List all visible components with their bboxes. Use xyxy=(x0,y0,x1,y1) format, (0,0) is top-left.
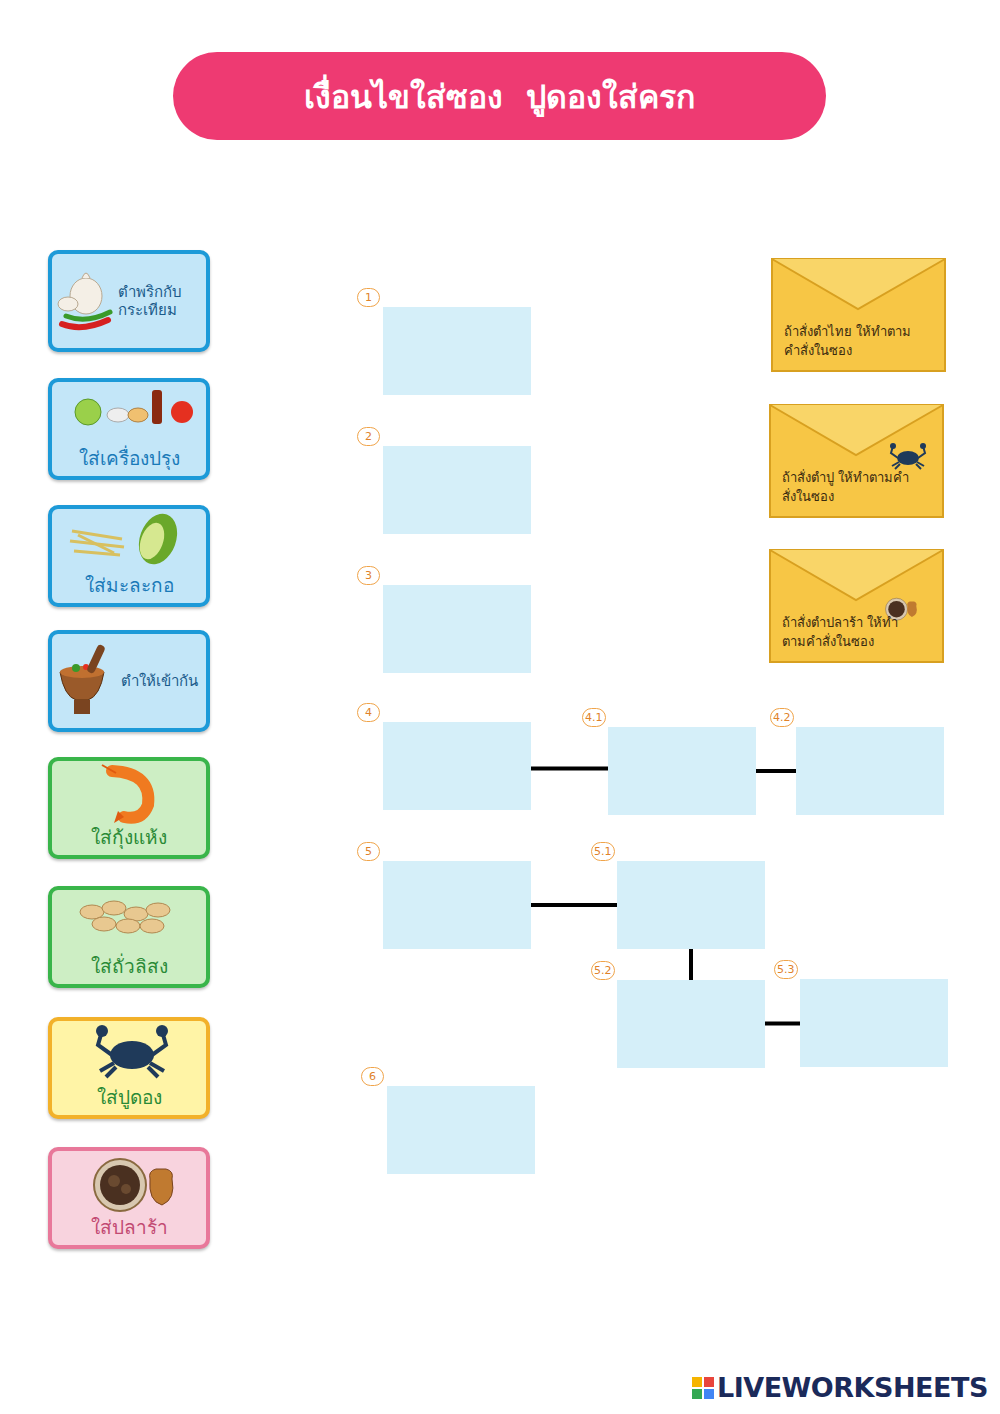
answer-box: 5.2 xyxy=(617,980,765,1068)
step-label: ใส่ปูดอง xyxy=(97,1086,162,1109)
connector-line xyxy=(765,1022,800,1026)
callout-number: 5.1 xyxy=(591,842,615,861)
envelope: ถ้าสั่งตำไทย ให้ทำตามคำสั่งในซอง xyxy=(770,257,947,373)
step-card: ตำให้เข้ากัน xyxy=(48,630,210,732)
step-card: ตำพริกกับ กระเทียม xyxy=(48,250,210,352)
callout-number: 3 xyxy=(357,566,380,585)
callout-number: 5 xyxy=(357,842,380,861)
answer-box: 1 xyxy=(383,307,531,395)
step-label: ตำพริกกับ กระเทียม xyxy=(118,283,198,319)
callout-number: 1 xyxy=(357,288,380,307)
logo-mark xyxy=(692,1377,714,1399)
answer-box: 3 xyxy=(383,585,531,673)
step-label: ใส่ถั่วลิสง xyxy=(91,955,168,978)
step-card: ใส่กุ้งแห้ง xyxy=(48,757,210,859)
step-card: ใส่ปูดอง xyxy=(48,1017,210,1119)
answer-box: 5.1 xyxy=(617,861,765,949)
answer-box: 6 xyxy=(387,1086,535,1174)
title-banner: เงื่อนไขใส่ซอง ปูดองใส่ครก xyxy=(173,52,826,140)
step-card: ใส่เครื่องปรุง xyxy=(48,378,210,480)
step-label: ตำให้เข้ากัน xyxy=(121,672,198,690)
answer-box: 5.3 xyxy=(800,979,948,1067)
step-label: ใส่มะละกอ xyxy=(85,574,174,597)
step-label: ใส่กุ้งแห้ง xyxy=(91,826,167,849)
answer-box: 5 xyxy=(383,861,531,949)
title-text: เงื่อนไขใส่ซอง ปูดองใส่ครก xyxy=(304,71,694,122)
callout-number: 4.2 xyxy=(770,708,794,727)
callout-number: 6 xyxy=(361,1067,384,1086)
envelope-text: ถ้าสั่งตำปลาร้า ให้ทำตามคำสั่งในซอง xyxy=(782,614,912,652)
connector-line xyxy=(531,767,608,771)
answer-box: 4.2 xyxy=(796,727,944,815)
step-card: ใส่ถั่วลิสง xyxy=(48,886,210,988)
step-label: ใส่เครื่องปรุง xyxy=(79,447,180,470)
step-card: ใส่มะละกอ xyxy=(48,505,210,607)
envelope: ถ้าสั่งตำปู ให้ทำตามคำสั่งในซอง xyxy=(768,403,945,519)
callout-number: 2 xyxy=(357,427,380,446)
watermark-text: LIVEWORKSHEETS xyxy=(717,1372,988,1403)
envelope-text: ถ้าสั่งตำปู ให้ทำตามคำสั่งในซอง xyxy=(782,469,912,507)
connector-line xyxy=(531,903,617,907)
envelope-text: ถ้าสั่งตำไทย ให้ทำตามคำสั่งในซอง xyxy=(784,323,914,361)
callout-number: 4 xyxy=(357,703,380,722)
step-label: ใส่ปลาร้า xyxy=(91,1216,168,1239)
envelope: ถ้าสั่งตำปลาร้า ให้ทำตามคำสั่งในซอง xyxy=(768,548,945,664)
connector-line xyxy=(689,949,693,980)
callout-number: 4.1 xyxy=(582,708,606,727)
answer-box: 4 xyxy=(383,722,531,810)
step-card: ใส่ปลาร้า xyxy=(48,1147,210,1249)
connector-line xyxy=(756,769,796,773)
answer-box: 4.1 xyxy=(608,727,756,815)
watermark: LIVEWORKSHEETS xyxy=(692,1372,988,1403)
callout-number: 5.3 xyxy=(774,960,798,979)
callout-number: 5.2 xyxy=(591,961,615,980)
answer-box: 2 xyxy=(383,446,531,534)
